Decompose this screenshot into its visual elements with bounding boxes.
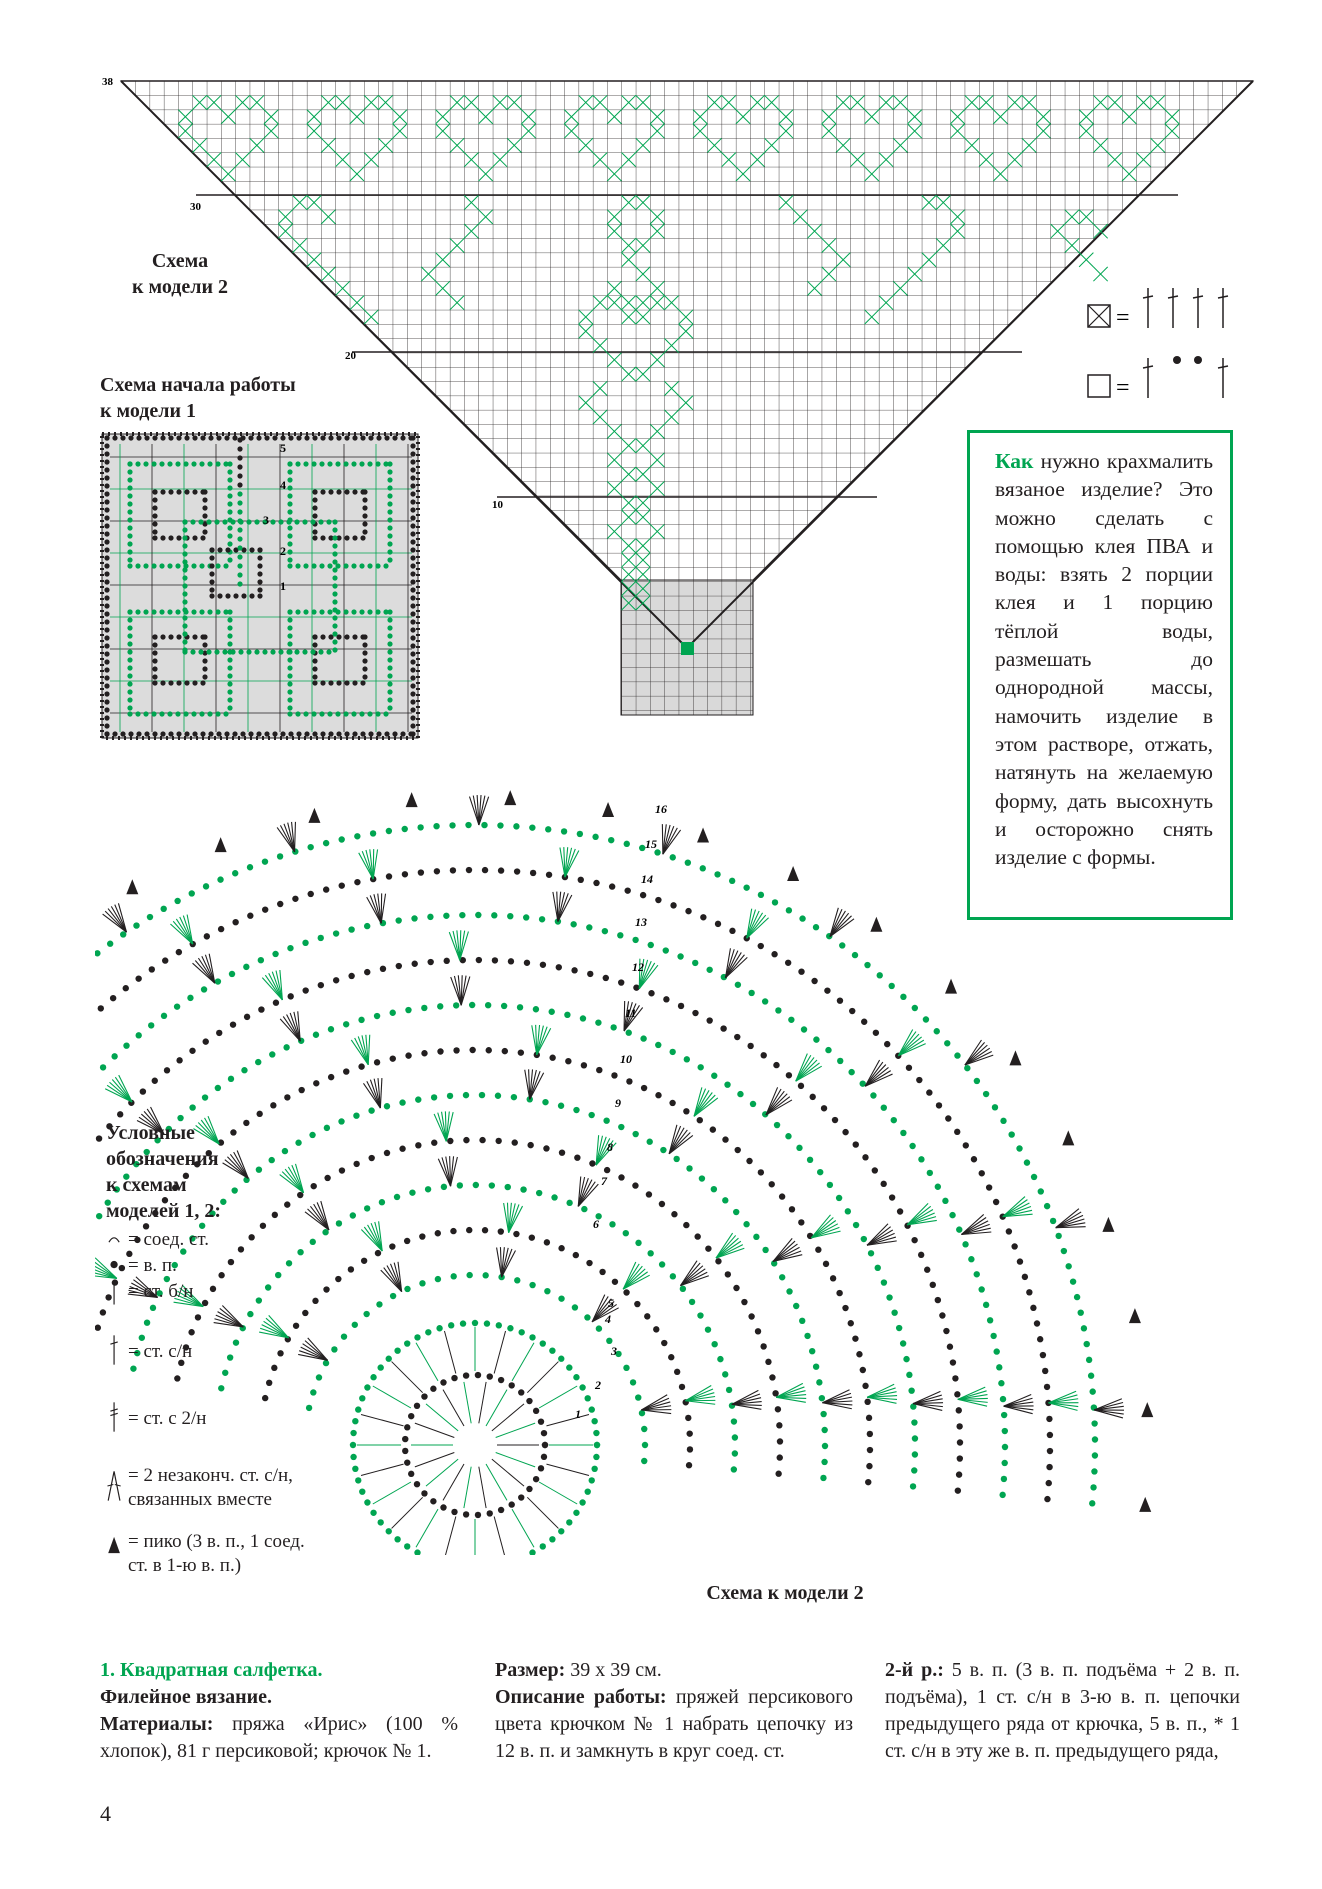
model2-bottom-label: Схема к модели 2: [706, 1582, 864, 1604]
doily-row-10: 10: [620, 1052, 632, 1066]
model2-top-label: Схема к модели 2: [131, 250, 229, 298]
size: Размер: 39 х 39 см.: [495, 1659, 662, 1681]
doily-row-13: 13: [635, 915, 647, 929]
start-row-2: 2: [280, 544, 286, 558]
doily-row-2: 2: [594, 1378, 601, 1392]
dc2tog-icon: [107, 1471, 121, 1501]
doily-row-3: 3: [610, 1344, 617, 1358]
picot-icon: [108, 1536, 120, 1554]
doily-row-8: 8: [607, 1140, 613, 1154]
article-col-1: 1. Квадратная салфетка. Филейное вязание…: [100, 1657, 458, 1765]
model1-start-label: Схема начала работы к модели 1: [100, 374, 296, 422]
article-title: 1. Квадратная салфетка.: [100, 1659, 323, 1681]
legend-item-dc2tog: = 2 незаконч. ст. с/н,связанных вместе: [106, 1464, 293, 1512]
slip-stitch-icon: [108, 1237, 120, 1243]
start-row-3: 3: [263, 513, 269, 527]
filet-motifs: [177, 94, 1180, 611]
filet-row-10: 10: [492, 499, 504, 511]
legend-item-chain: = в. п.: [106, 1254, 177, 1278]
legend-item-sc: = ст. б/н: [106, 1280, 193, 1310]
doily-chart: 16 15 14 13 12 11 10 9 8 7 6 5 4 3 2 1: [95, 790, 1154, 1555]
start-stitch-lines: [110, 444, 412, 732]
chain-icon: [110, 1260, 118, 1269]
tip-text: Как нужно крахмалить вязаное изделие? Эт…: [995, 447, 1213, 871]
svg-text:=: =: [1116, 375, 1130, 401]
start-chart: 5 4 3 2 1: [100, 432, 420, 740]
doily-row-4: 4: [604, 1312, 611, 1326]
tip-lead: Как: [995, 449, 1034, 473]
doily-row-7: 7: [601, 1174, 608, 1188]
doily-row-6: 6: [593, 1217, 599, 1231]
filet-key: = =: [1087, 288, 1229, 401]
start-row-4: 4: [280, 478, 286, 492]
start-row-1: 1: [280, 579, 286, 593]
treble-crochet-icon: [110, 1402, 118, 1432]
filet-row-38: 38: [102, 76, 114, 88]
legend-item-slip: = соед. ст.: [106, 1228, 209, 1252]
double-crochet-icon: [110, 1335, 118, 1365]
single-crochet-icon: [113, 1285, 115, 1305]
page-number: 4: [100, 1801, 111, 1826]
article-col-2: Размер: 39 х 39 см. Описание работы: пря…: [495, 1657, 853, 1765]
doily-row-9: 9: [615, 1096, 621, 1110]
article-subtitle: Филейное вязание.: [100, 1686, 273, 1708]
svg-text:=: =: [1116, 305, 1130, 331]
work-description: Описание работы: пряжей персикового цвет…: [495, 1686, 853, 1762]
doily-row-15: 15: [645, 837, 657, 851]
start-row-5: 5: [280, 441, 286, 455]
legend-item-dc: = ст. с/н: [106, 1328, 192, 1372]
empty-cell-key: =: [1087, 356, 1229, 401]
doily-row-1: 1: [575, 1407, 581, 1421]
filet-row-30: 30: [190, 201, 202, 213]
doily-stitches: [95, 790, 1154, 1555]
legend-item-picot: = пико (3 в. п., 1 соед.ст. в 1-ю в. п.): [106, 1530, 305, 1578]
tip-body: нужно крахмалить вязаное изделие? Это мо…: [995, 449, 1213, 870]
start-chain-dots: [104, 435, 416, 737]
filet-row-20: 20: [345, 350, 357, 362]
doily-row-16: 16: [655, 802, 667, 816]
doily-row-12: 12: [632, 960, 644, 974]
row-2-description: 2-й р.: 5 в. п. (3 в. п. подъёма + 2 в. …: [885, 1659, 1241, 1762]
legend-title: Условные обозначения к схемам моделей 1,…: [106, 1122, 222, 1222]
filled-cell-key: =: [1087, 288, 1229, 331]
doily-row-5: 5: [608, 1296, 614, 1310]
doily-row-11: 11: [625, 1006, 636, 1020]
doily-row-14: 14: [641, 872, 653, 886]
article-col-3: 2-й р.: 5 в. п. (3 в. п. подъёма + 2 в. …: [885, 1657, 1240, 1765]
legend-item-tr: = ст. с 2/н: [106, 1395, 206, 1439]
tip-box: Как нужно крахмалить вязаное изделие? Эт…: [967, 430, 1233, 920]
materials: Материалы: пряжа «Ирис» (100 % хлопок), …: [100, 1713, 458, 1762]
filet-center-cell: [681, 642, 694, 655]
